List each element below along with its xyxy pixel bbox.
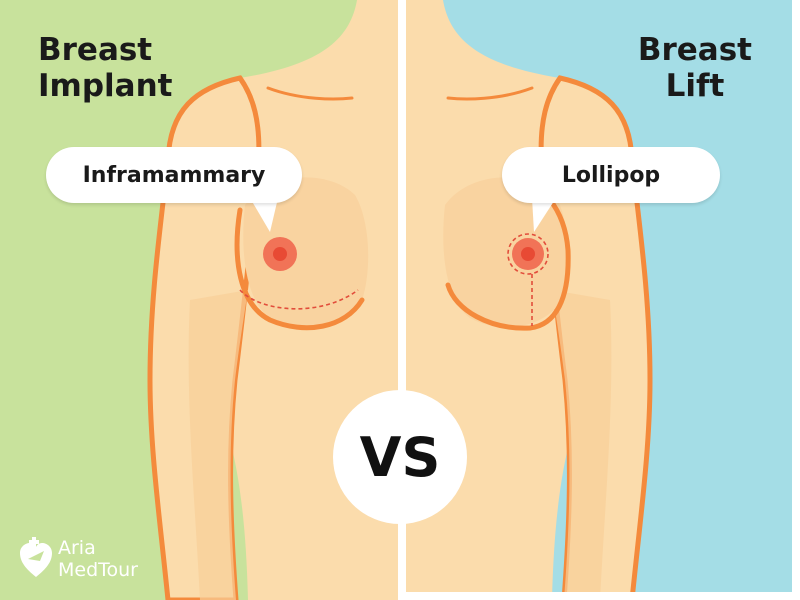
logo-line-2: MedTour: [58, 559, 138, 581]
breast-implant-title: Breast Implant: [38, 32, 172, 104]
title-line: Lift: [665, 68, 725, 104]
logo-line-1: Aria: [58, 537, 96, 559]
right-bubble-tail: [532, 198, 556, 232]
breast-lift-title: Breast Lift: [638, 32, 752, 104]
title-line: Breast: [637, 32, 752, 68]
left-breast-outline: [234, 207, 365, 331]
right-breast-outline: [445, 197, 571, 331]
right-border: [792, 0, 800, 600]
left-nipple: [273, 247, 287, 261]
left-bubble-tail: [250, 198, 278, 232]
left-breast: [243, 177, 369, 328]
heart-plane-icon: [20, 537, 52, 577]
left-arm-shade: [188, 290, 248, 600]
title-line: Implant: [38, 68, 173, 104]
left-clavicle: [266, 86, 354, 101]
right-clavicle: [446, 86, 534, 101]
title-line: Breast: [38, 32, 153, 68]
right-nipple: [521, 247, 535, 261]
inframammary-incision: [239, 289, 359, 310]
aria-medtour-logo: Aria MedTour: [18, 537, 168, 589]
bottom-border: [405, 592, 800, 600]
lollipop-label: Lollipop: [502, 147, 720, 203]
logo-text: Aria MedTour: [58, 537, 138, 581]
right-areola-incision: [507, 233, 549, 275]
vs-badge: VS: [333, 390, 467, 524]
inframammary-label: Inframammary: [46, 147, 302, 203]
right-arm-shade: [552, 290, 612, 600]
center-divider: [398, 0, 406, 600]
